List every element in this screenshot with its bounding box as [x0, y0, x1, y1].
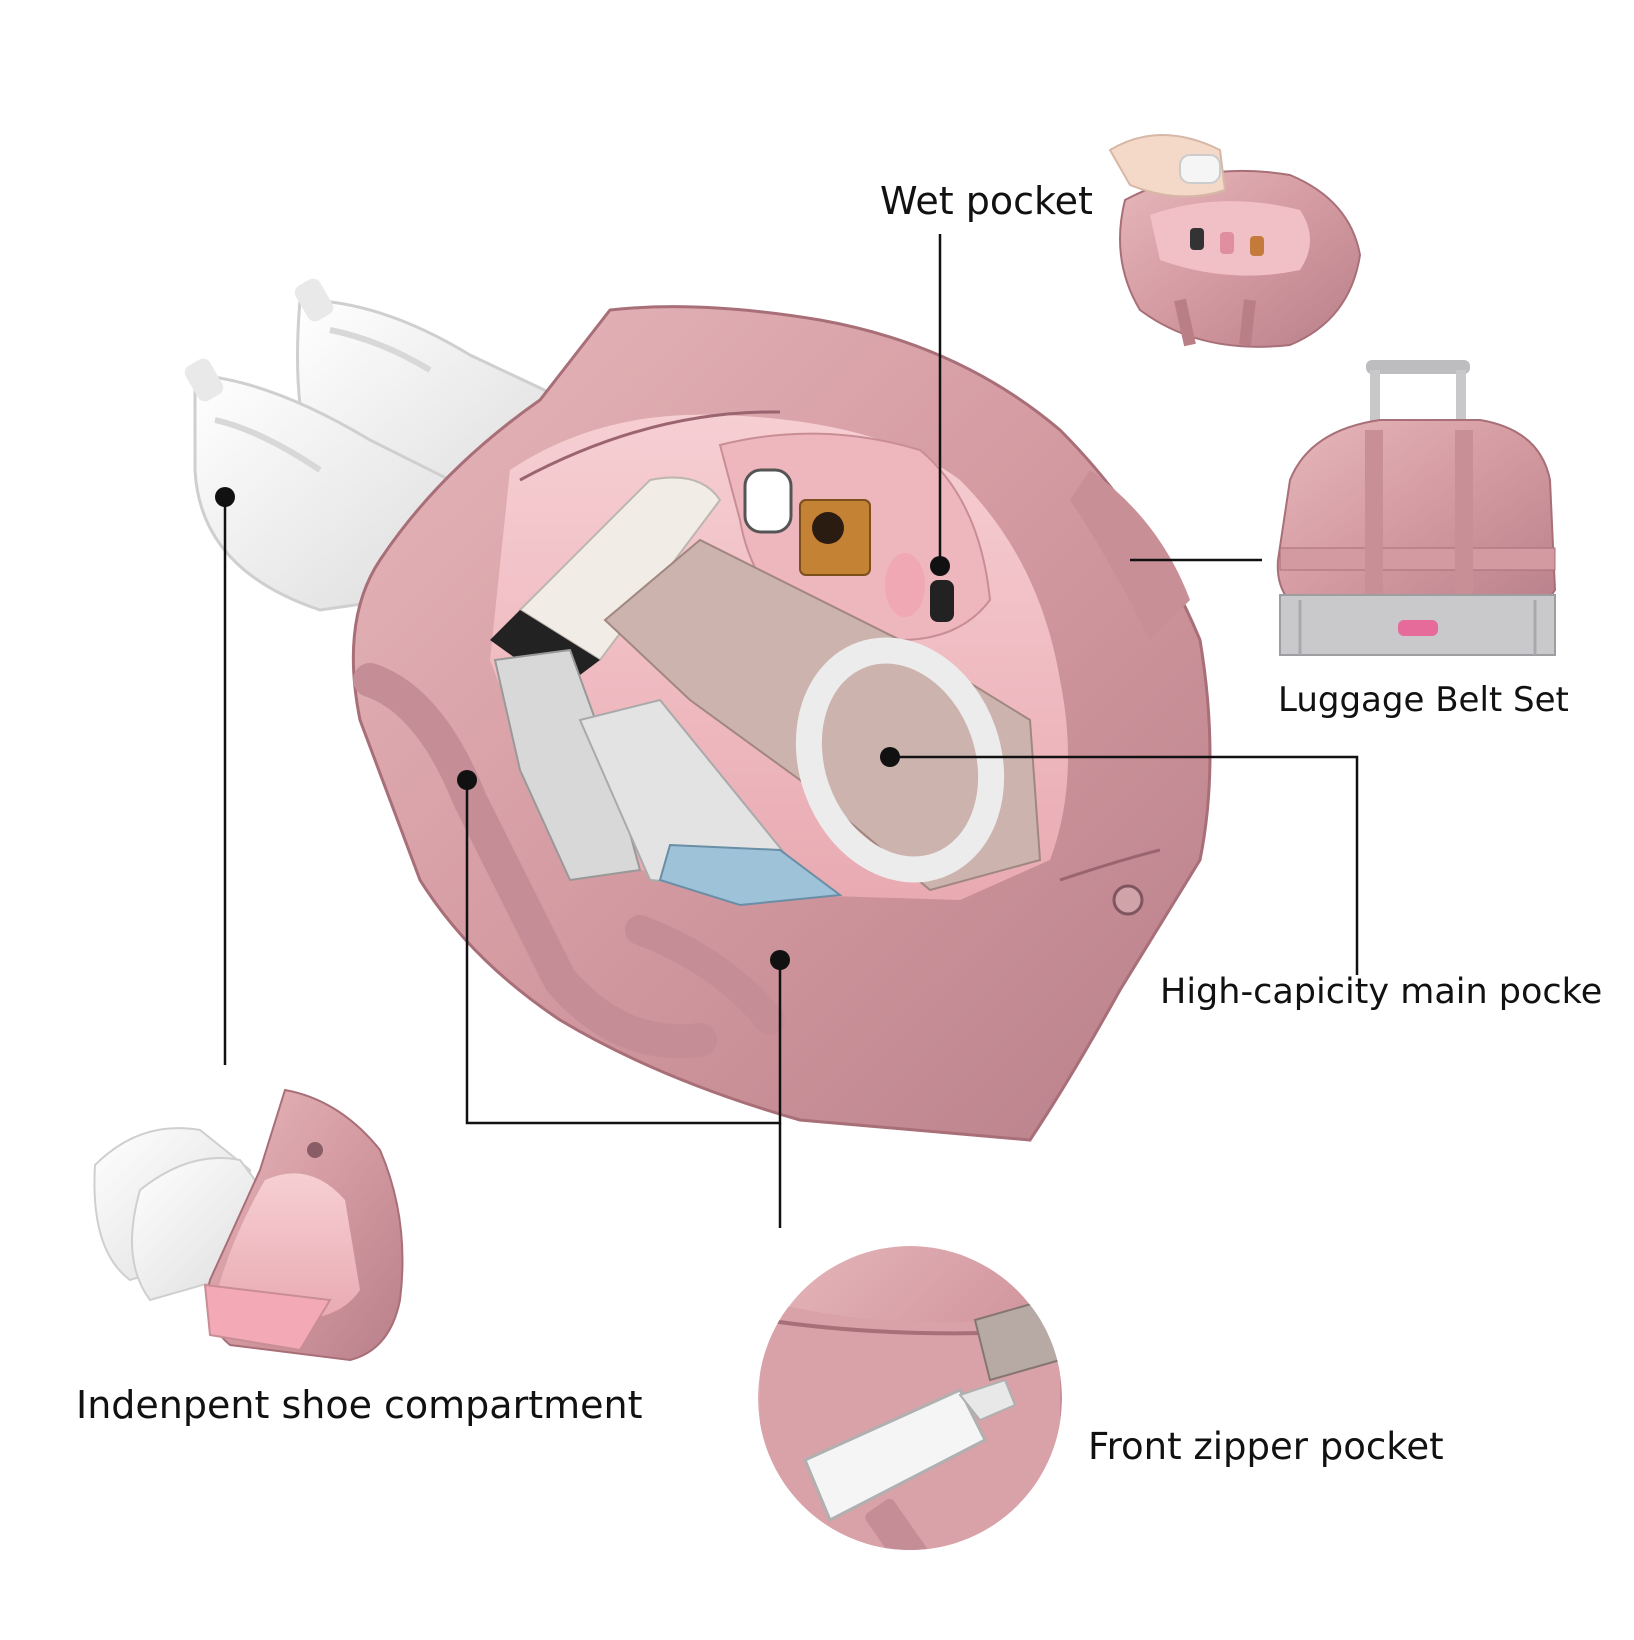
dot-wet [930, 556, 950, 576]
shoe-compartment-label: Indenpent shoe compartment [76, 1383, 643, 1427]
dot-front [457, 770, 477, 790]
dot-shoe [215, 487, 235, 507]
dot-handle [770, 950, 790, 970]
main-bag [351, 305, 1212, 1142]
luggage-belt-label: Luggage Belt Set [1278, 680, 1569, 720]
front-pocket-inset [758, 1246, 1062, 1550]
callout-lines [223, 234, 1359, 1228]
wet-pocket-label: Wet pocket [880, 179, 1093, 223]
luggage-inset [1276, 360, 1557, 656]
shoe-compartment-inset [93, 1088, 404, 1362]
callout-dots [215, 487, 950, 970]
wet-pocket-inset [1108, 134, 1362, 348]
dot-main [880, 747, 900, 767]
front-pocket-label: Front zipper pocket [1088, 1425, 1444, 1468]
main-pocket-label: High-capicity main pocke [1160, 972, 1603, 1012]
